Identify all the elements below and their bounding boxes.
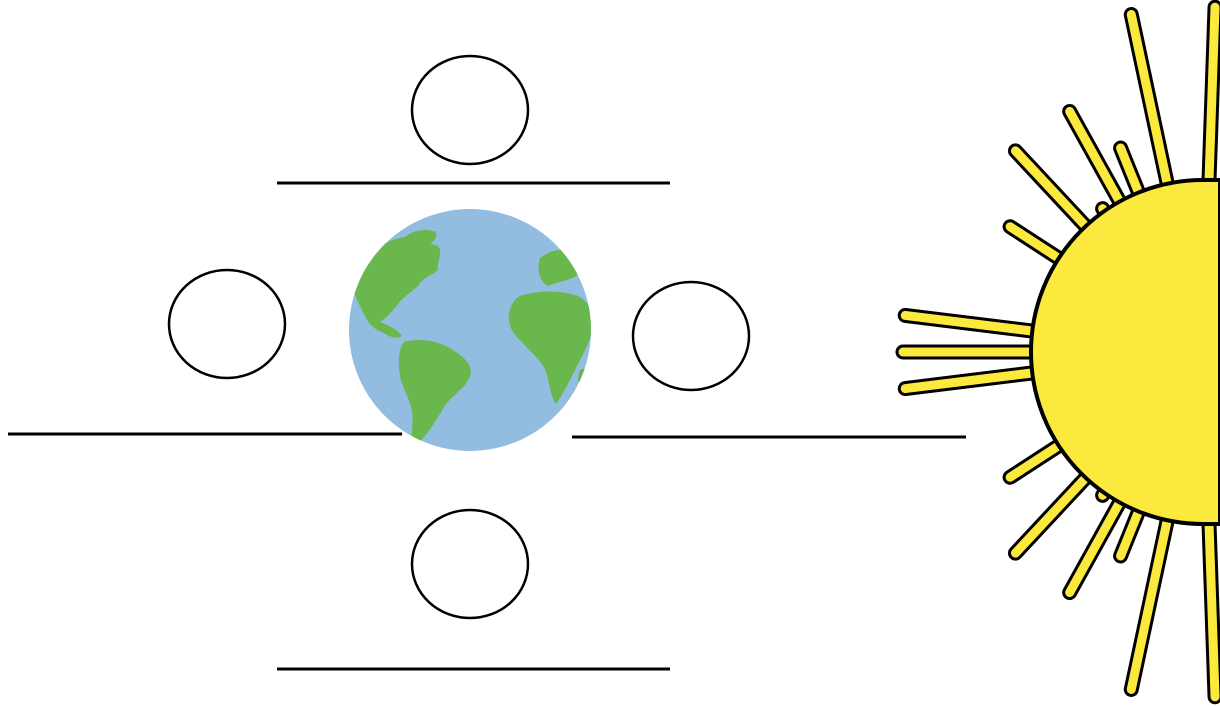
sun-ray: [1131, 15, 1169, 196]
sun-ray: [1070, 492, 1126, 593]
sun-ray: [1070, 111, 1126, 212]
sun-ray: [1015, 469, 1093, 553]
moon-right-circle: [633, 282, 749, 390]
sun-ray: [1131, 509, 1169, 690]
sun-body: [1031, 180, 1220, 524]
half-sun-icon: [903, 7, 1220, 697]
moon-top-circle: [412, 56, 528, 164]
sun-ray: [1015, 151, 1093, 235]
earth-globe-icon: [349, 209, 594, 451]
moon-left-circle: [169, 270, 285, 378]
moon-bottom-circle: [412, 510, 528, 618]
